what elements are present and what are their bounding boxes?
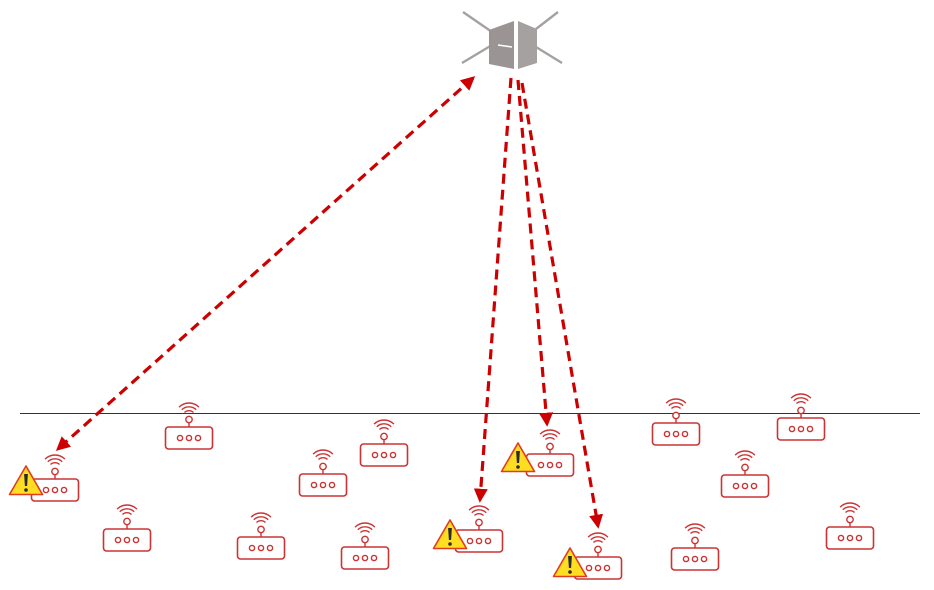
wifi-router-icon	[340, 522, 390, 570]
wifi-router-icon	[776, 393, 826, 441]
warning-triangle-icon	[552, 547, 588, 578]
signal-link	[55, 76, 476, 451]
signal-link	[520, 82, 604, 529]
link-layer	[55, 76, 604, 529]
warning-triangle-icon	[500, 442, 536, 473]
wifi-router-icon	[720, 450, 770, 498]
wifi-router-icon	[164, 402, 214, 450]
signal-link	[473, 77, 513, 503]
device-layer	[30, 393, 875, 580]
wifi-router-icon	[359, 419, 409, 467]
signal-link	[516, 79, 554, 427]
warning-layer	[8, 442, 588, 578]
wifi-router-icon	[825, 502, 875, 550]
wifi-router-icon	[670, 523, 720, 571]
wifi-router-icon	[298, 449, 348, 497]
warning-triangle-icon	[8, 465, 44, 496]
wifi-router-icon	[236, 512, 286, 560]
wifi-router-icon	[651, 398, 701, 446]
warning-triangle-icon	[432, 519, 468, 550]
wifi-router-icon	[102, 504, 152, 552]
satellite-icon	[461, 11, 563, 69]
